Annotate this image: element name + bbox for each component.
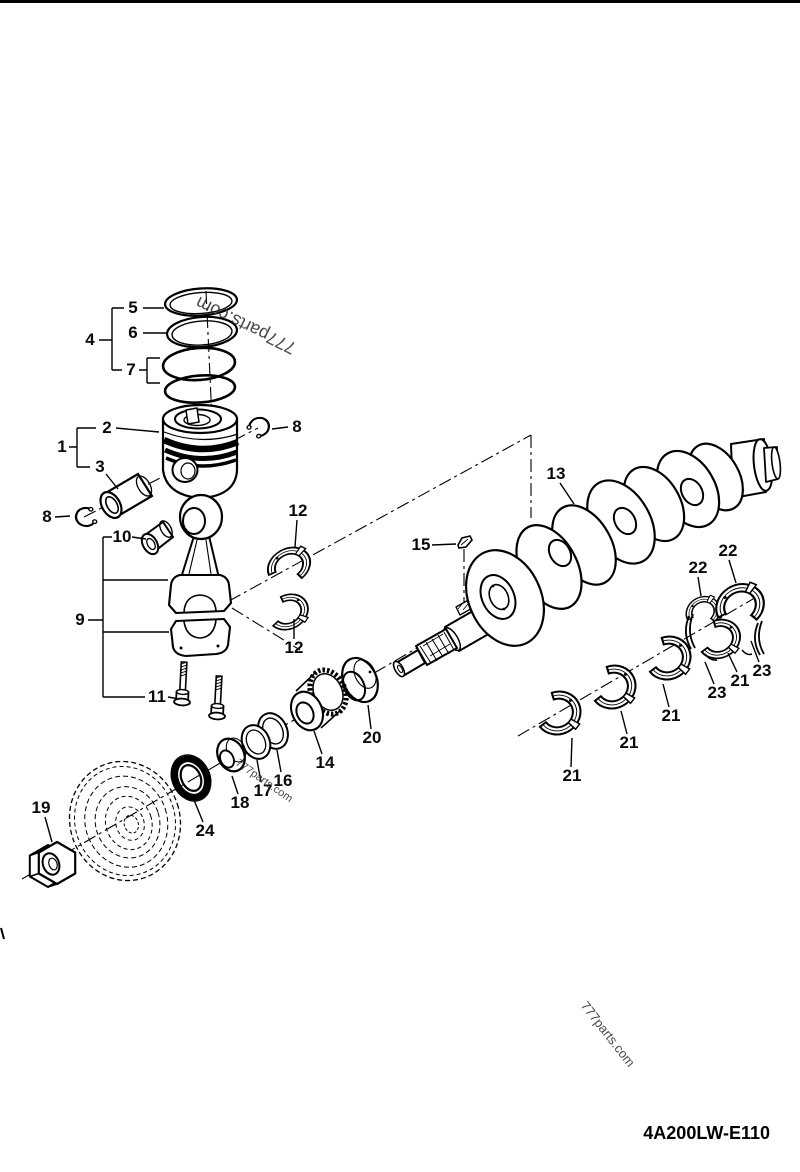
main-bearings xyxy=(527,572,776,745)
page-border xyxy=(0,0,800,940)
rod-bolts xyxy=(172,660,228,721)
piston xyxy=(161,403,240,499)
washer-17 xyxy=(240,724,272,760)
pulley-phantom xyxy=(68,760,182,882)
drawing-code: 4A200LW-E110 xyxy=(643,1123,770,1143)
leader-lines xyxy=(44,307,760,843)
collar xyxy=(216,737,247,773)
connecting-rod xyxy=(167,493,233,658)
piston-pin xyxy=(99,472,154,520)
crank-nut xyxy=(28,840,77,888)
thrust-washers xyxy=(685,613,765,661)
snap-ring-right xyxy=(244,413,274,442)
bushing xyxy=(140,520,175,556)
crankshaft xyxy=(392,438,782,678)
crank-gear xyxy=(289,667,349,732)
rod-bearing-lower xyxy=(260,586,317,639)
snap-ring-left xyxy=(73,504,101,529)
key xyxy=(457,535,473,549)
rod-bearing-upper xyxy=(259,538,320,593)
oil-seal xyxy=(170,754,212,802)
piston-rings xyxy=(161,287,239,404)
centerlines xyxy=(21,290,754,880)
